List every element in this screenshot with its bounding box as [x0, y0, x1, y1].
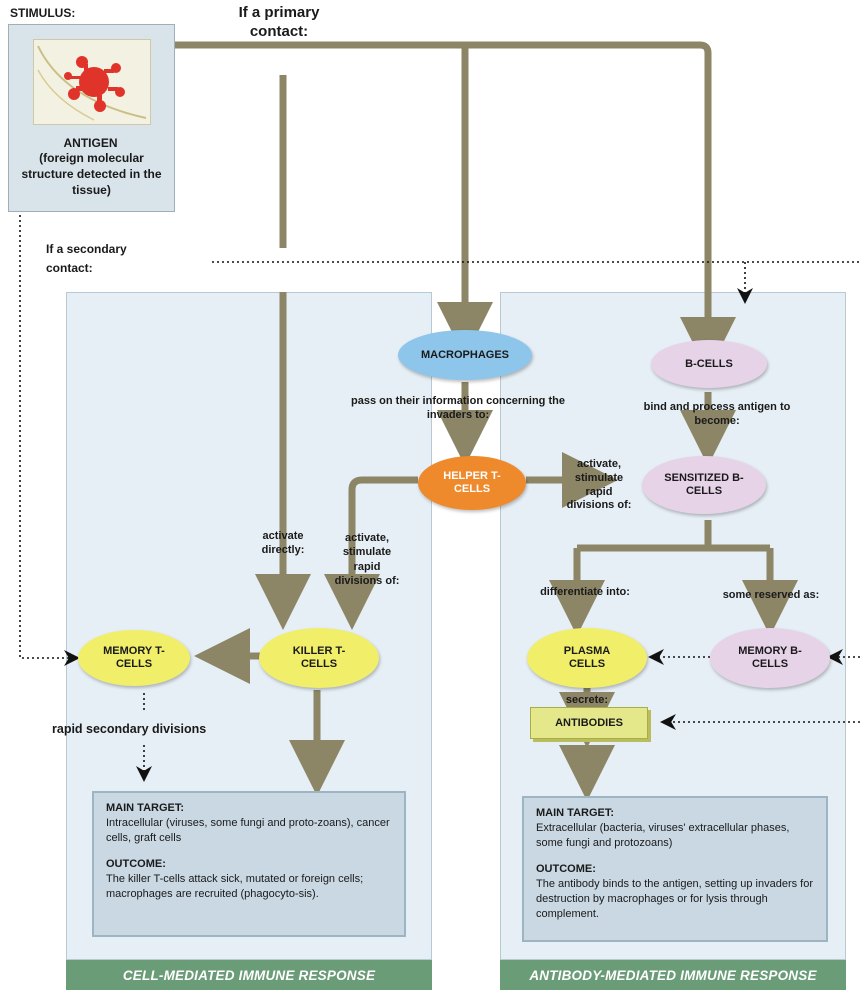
plasma-cells-cell: PLASMA CELLS	[527, 628, 647, 688]
memory-b-cells-cell: MEMORY B-CELLS	[710, 628, 830, 688]
left-target-text: Intracellular (viruses, some fungi and p…	[106, 817, 390, 845]
right-target-text: Extracellular (bacteria, viruses' extrac…	[536, 822, 790, 850]
primary-contact-label: If a primary contact:	[238, 4, 320, 41]
left-outcome-heading: OUTCOME:	[106, 857, 166, 870]
memory-t-cells-cell: MEMORY T-CELLS	[78, 630, 190, 686]
antigen-title: ANTIGEN	[63, 136, 118, 150]
reserved-label: some reserved as:	[722, 589, 820, 601]
stimulus-heading: STIMULUS:	[10, 6, 76, 20]
differentiate-label: differentiate into:	[540, 586, 630, 598]
macrophages-cell: MACROPHAGES	[398, 330, 532, 380]
rapid-secondary-label: rapid secondary divisions	[52, 722, 207, 736]
cell-mediated-footer: CELL-MEDIATED IMMUNE RESPONSE	[66, 960, 432, 990]
right-target-heading: MAIN TARGET:	[536, 807, 615, 819]
stimulus-card	[8, 24, 175, 212]
killer-t-cells-cell: KILLER T-CELLS	[259, 628, 379, 688]
secrete-label: secrete:	[565, 694, 609, 706]
activate-stimulate-left-label: activate, stimulate rapid divisions of:	[334, 532, 400, 588]
antigen-description: (foreign molecular structure detected in…	[21, 151, 162, 197]
left-outcome-text: The killer T-cells attack sick, mutated …	[106, 872, 364, 900]
antibody-mediated-footer: ANTIBODY-MEDIATED IMMUNE RESPONSE	[500, 960, 846, 990]
cell-mediated-info-box: MAIN TARGET: Intracellular (viruses, som…	[92, 791, 406, 937]
antibodies-box: ANTIBODIES	[530, 707, 648, 739]
left-target-heading: MAIN TARGET:	[106, 802, 185, 814]
activate-stimulate-right-label: activate, stimulate rapid divisions of:	[566, 458, 632, 512]
antigen-icon	[37, 45, 147, 121]
pass-on-label: pass on their information concerning the…	[351, 395, 565, 422]
right-outcome-heading: OUTCOME:	[536, 862, 596, 875]
activate-directly-label: activate directly:	[261, 530, 305, 557]
antigen-illustration	[33, 39, 151, 125]
right-outcome-text: The antibody binds to the antigen, setti…	[536, 877, 814, 921]
b-cells-cell: B-CELLS	[651, 340, 767, 388]
bind-process-label: bind and process antigen to become:	[643, 401, 791, 428]
antibody-mediated-info-box: MAIN TARGET: Extracellular (bacteria, vi…	[522, 796, 828, 942]
helper-t-cells-cell: HELPER T-CELLS	[418, 456, 526, 510]
secondary-contact-label: If a secondary contact:	[46, 242, 127, 275]
sensitized-b-cells-cell: SENSITIZED B-CELLS	[642, 456, 766, 514]
